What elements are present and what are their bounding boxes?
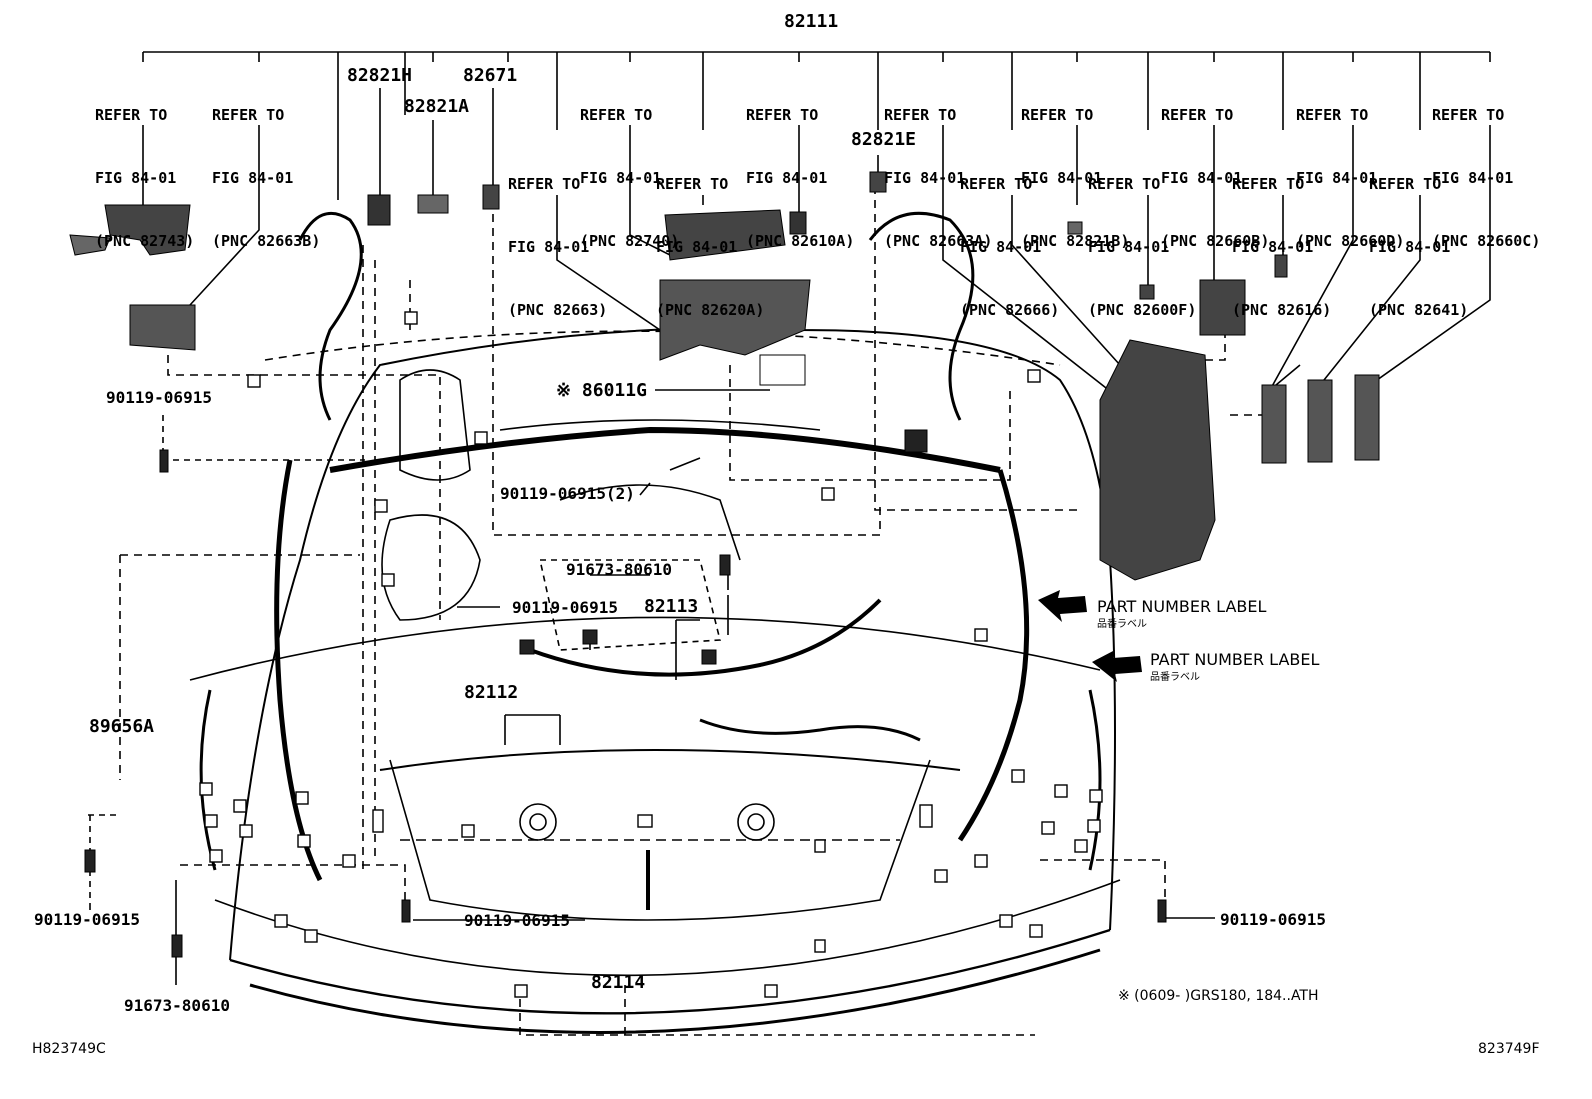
label-90119-06915-2: 90119-06915(2)	[500, 484, 635, 503]
refer-line: (PNC 82821B)	[1021, 232, 1130, 250]
refer-line: REFER TO	[884, 106, 957, 124]
label-86011g: ※ 86011G	[556, 380, 647, 401]
label-82821h: 82821H	[347, 65, 413, 86]
refer-line: REFER TO	[960, 175, 1033, 193]
refer-line: (PNC 82600F)	[1088, 301, 1197, 319]
refer-line: FIG 84-01	[580, 169, 662, 187]
part-number-label-1: PART NUMBER LABEL	[1097, 597, 1267, 616]
refer-line: (PNC 82610A)	[746, 232, 855, 250]
footnote: ※ (0609- )GRS180, 184..ATH	[1118, 988, 1319, 1004]
label-90119-06915-c: 90119-06915	[512, 598, 618, 617]
refer-block-82660d: REFER TO FIG 84-01 (PNC 82660D)	[1296, 63, 1404, 273]
refer-line: (PNC 82663A)	[884, 232, 993, 250]
refer-block-82616: REFER TO FIG 84-01 (PNC 82616)	[1232, 132, 1331, 342]
label-90119-06915-d: 90119-06915	[34, 910, 140, 929]
refer-line: FIG 84-01	[1296, 169, 1378, 187]
refer-line: (PNC 82641)	[1369, 301, 1469, 319]
refer-line: REFER TO	[746, 106, 819, 124]
refer-line: (PNC 82663)	[508, 301, 608, 319]
refer-block-82641: REFER TO FIG 84-01 (PNC 82641)	[1369, 132, 1468, 342]
refer-line: FIG 84-01	[508, 238, 590, 256]
refer-line: FIG 84-01	[1232, 238, 1314, 256]
refer-block-82660b: REFER TO FIG 84-01 (PNC 82660B)	[1161, 63, 1269, 273]
label-89656a: 89656A	[89, 716, 155, 737]
label-82112: 82112	[464, 682, 519, 703]
label-90119-06915-e: 90119-06915	[464, 911, 570, 930]
diagram-code-left: H823749C	[32, 1041, 106, 1057]
refer-line: REFER TO	[1021, 106, 1094, 124]
label-90119-06915-f: 90119-06915	[1220, 910, 1326, 929]
label-82111: 82111	[784, 11, 839, 32]
refer-line: REFER TO	[212, 106, 285, 124]
refer-line: FIG 84-01	[1161, 169, 1243, 187]
refer-line: REFER TO	[1369, 175, 1442, 193]
refer-block-82663b: REFER TO FIG 84-01 (PNC 82663B)	[212, 63, 320, 273]
refer-block-82600f: REFER TO FIG 84-01 (PNC 82600F)	[1088, 132, 1196, 342]
refer-block-82663: REFER TO FIG 84-01 (PNC 82663)	[508, 132, 607, 342]
refer-line: REFER TO	[95, 106, 168, 124]
refer-block-82660c: REFER TO FIG 84-01 (PNC 82660C)	[1432, 63, 1540, 273]
label-82821a: 82821A	[404, 96, 470, 117]
part-number-label-2-jp: 品番ラベル	[1150, 672, 1200, 683]
refer-block-82610a: REFER TO FIG 84-01 (PNC 82610A)	[746, 63, 854, 273]
label-82113: 82113	[644, 596, 699, 617]
refer-line: FIG 84-01	[1021, 169, 1103, 187]
refer-line: (PNC 82660D)	[1296, 232, 1405, 250]
refer-block-82743: REFER TO FIG 84-01 (PNC 82743)	[95, 63, 194, 273]
refer-line: (PNC 82660C)	[1432, 232, 1541, 250]
refer-block-82740: REFER TO FIG 84-01 (PNC 82740)	[580, 63, 679, 273]
diagram-code-right: 823749F	[1478, 1041, 1540, 1057]
refer-line: REFER TO	[1232, 175, 1305, 193]
refer-block-82663a: REFER TO FIG 84-01 (PNC 82663A)	[884, 63, 992, 273]
part-number-label-1-jp: 品番ラベル	[1097, 619, 1147, 630]
refer-line: (PNC 82740)	[580, 232, 680, 250]
refer-line: FIG 84-01	[212, 169, 294, 187]
refer-line: (PNC 82660B)	[1161, 232, 1270, 250]
label-90119-06915-a: 90119-06915	[106, 388, 212, 407]
refer-line: REFER TO	[580, 106, 653, 124]
refer-line: REFER TO	[1161, 106, 1234, 124]
refer-line: REFER TO	[1296, 106, 1369, 124]
refer-line: FIG 84-01	[746, 169, 828, 187]
refer-line: REFER TO	[656, 175, 729, 193]
refer-line: REFER TO	[1432, 106, 1505, 124]
refer-line: (PNC 82666)	[960, 301, 1060, 319]
refer-line: FIG 84-01	[95, 169, 177, 187]
refer-block-82666: REFER TO FIG 84-01 (PNC 82666)	[960, 132, 1059, 342]
refer-line: FIG 84-01	[656, 238, 738, 256]
refer-block-82620a: REFER TO FIG 84-01 (PNC 82620A)	[656, 132, 764, 342]
refer-line: REFER TO	[1088, 175, 1161, 193]
refer-line: FIG 84-01	[1088, 238, 1170, 256]
refer-line: (PNC 82663B)	[212, 232, 321, 250]
label-91673-80610-a: 91673-80610	[566, 560, 672, 579]
refer-line: FIG 84-01	[884, 169, 966, 187]
label-82114: 82114	[591, 972, 646, 993]
label-82671: 82671	[463, 65, 518, 86]
refer-line: FIG 84-01	[960, 238, 1042, 256]
refer-line: (PNC 82743)	[95, 232, 195, 250]
refer-line: FIG 84-01	[1369, 238, 1451, 256]
refer-line: FIG 84-01	[1432, 169, 1514, 187]
label-82821e: 82821E	[851, 129, 917, 150]
label-91673-80610-b: 91673-80610	[124, 996, 230, 1015]
refer-block-82821b: REFER TO FIG 84-01 (PNC 82821B)	[1021, 63, 1129, 273]
refer-line: REFER TO	[508, 175, 581, 193]
part-number-label-2: PART NUMBER LABEL	[1150, 650, 1320, 669]
refer-line: (PNC 82616)	[1232, 301, 1332, 319]
refer-line: (PNC 82620A)	[656, 301, 765, 319]
